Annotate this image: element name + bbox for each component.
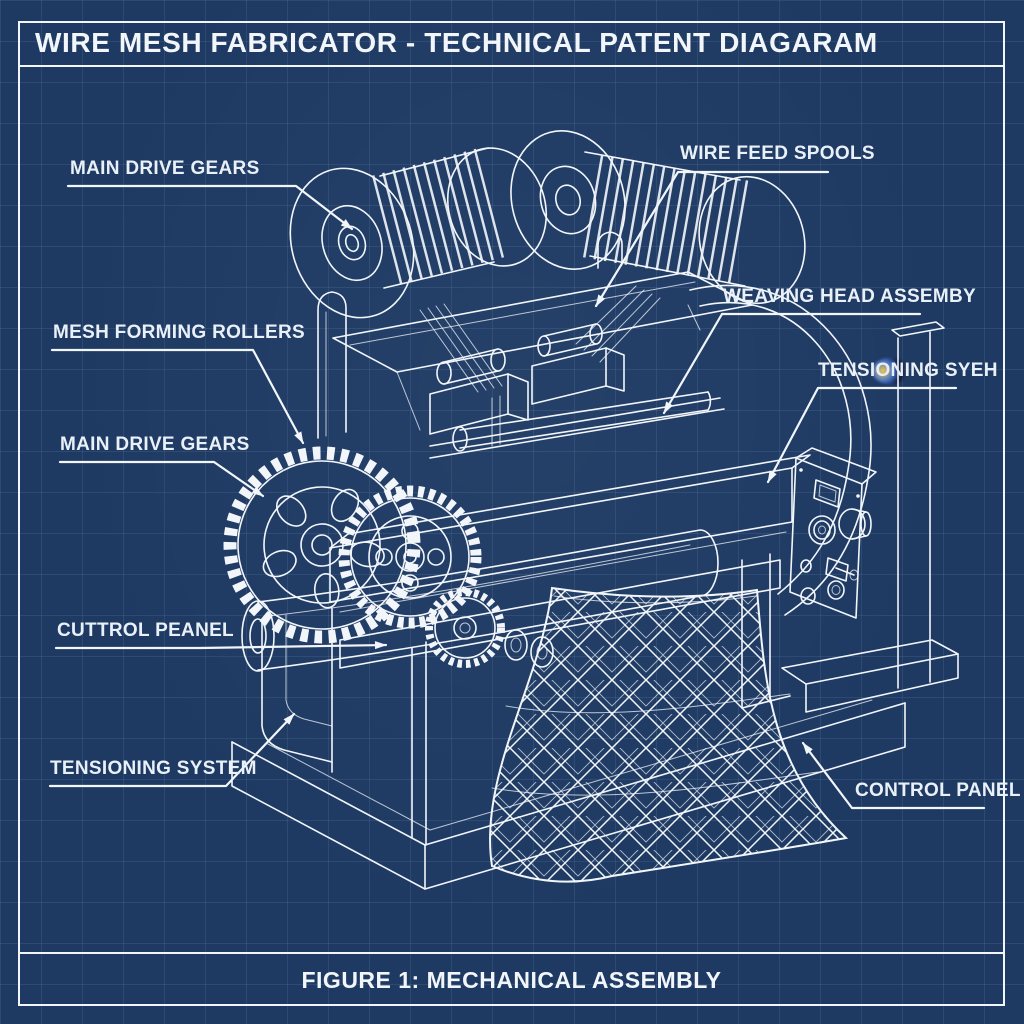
mesh-output	[489, 586, 849, 883]
footer-divider	[18, 952, 1005, 954]
diagram-title: WIRE MESH FABRICATOR - TECHNICAL PATENT …	[35, 27, 878, 58]
label-tensioning-system: TENSIONING SYSTEM	[50, 758, 257, 779]
label-main-drive-gears-left: MAIN DRIVE GEARS	[60, 434, 250, 455]
control-panel-part	[789, 447, 877, 619]
label-wire-feed-spools: WIRE FEED SPOOLS	[680, 143, 875, 164]
label-cuttrol-peanel: CUTTROL PEANEL	[57, 620, 234, 641]
title-bar: WIRE MESH FABRICATOR - TECHNICAL PATENT …	[18, 21, 1005, 67]
main-drive-gears-part	[223, 446, 505, 668]
figure-caption-bar: FIGURE 1: MECHANICAL ASSEMBLY	[18, 954, 1005, 1006]
feed-wires	[419, 285, 661, 393]
label-control-panel: CONTROL PANEL	[855, 780, 1021, 801]
label-mesh-forming-rollers: MESH FORMING ROLLERS	[53, 322, 305, 343]
tensioning-arm	[689, 284, 959, 713]
label-tensioning-syeh: TENSIONING SYEH	[818, 360, 998, 381]
border-frame	[18, 21, 1005, 1006]
label-main-drive-gears-top: MAIN DRIVE GEARS	[70, 158, 260, 179]
figure-caption: FIGURE 1: MECHANICAL ASSEMBLY	[301, 966, 722, 993]
wire-feed-spools-part	[289, 130, 806, 393]
weaving-head-assembly	[429, 323, 725, 459]
label-weaving-head-assembly: WEAVING HEAD ASSEMBY	[723, 286, 977, 307]
leader-lines	[48, 170, 986, 810]
glitch-artifact: ON	[875, 360, 905, 381]
